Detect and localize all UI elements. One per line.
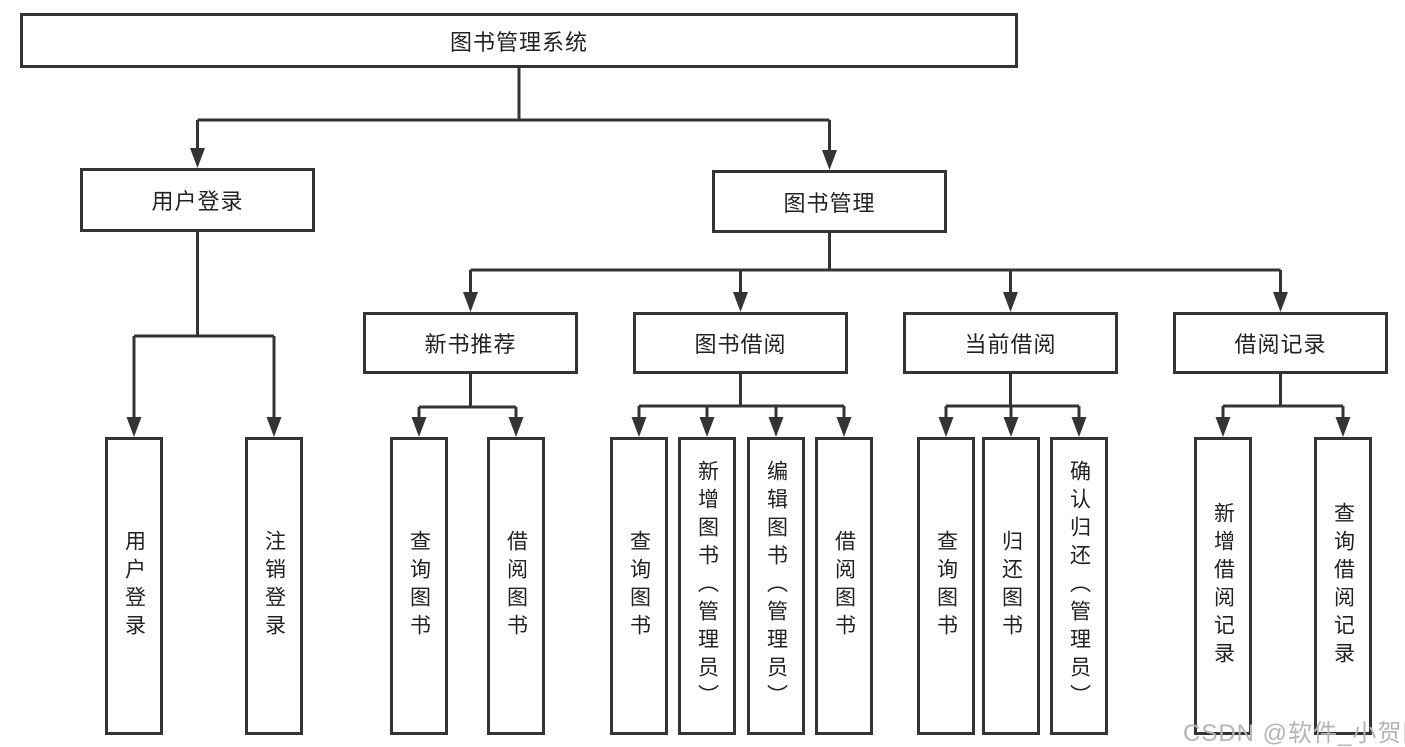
leaf-recommend-borrow-books-label: 借阅图书 (504, 530, 528, 642)
connector-book-management-children (469, 233, 1282, 296)
leaf-edit-books-admin-label: 编辑图书（管理员） (764, 460, 788, 712)
node-user-login-label: 用户登录 (151, 189, 244, 214)
node-borrowing-records: 借阅记录 (1173, 312, 1388, 374)
leaf-add-books-admin-label: 新增图书（管理员） (695, 460, 719, 712)
leaf-current-query-books: 查询图书 (917, 437, 975, 735)
node-book-management: 图书管理 (712, 170, 947, 233)
leaf-edit-books-admin: 编辑图书（管理员） (747, 437, 805, 735)
leaf-borrowing-borrow-books-label: 借阅图书 (832, 530, 856, 642)
connector-root-to-level2 (196, 68, 831, 154)
leaf-logout-label: 注销登录 (262, 530, 286, 642)
csdn-watermark: CSDN @软件_小贺同学 (1183, 720, 1405, 747)
leaf-add-borrow-record-label: 新增借阅记录 (1211, 502, 1235, 670)
node-book-borrowing-label: 图书借阅 (694, 332, 787, 357)
leaf-confirm-return-admin-label: 确认归还（管理员） (1067, 460, 1091, 712)
leaf-logout: 注销登录 (245, 437, 303, 735)
connector-borrowing-children (637, 374, 846, 421)
node-current-borrowing: 当前借阅 (903, 312, 1118, 374)
leaf-borrowing-query-books-label: 查询图书 (627, 530, 651, 642)
leaf-confirm-return-admin: 确认归还（管理员） (1050, 437, 1108, 735)
leaf-query-borrow-record-label: 查询借阅记录 (1331, 502, 1355, 670)
node-book-borrowing: 图书借阅 (633, 312, 848, 374)
connector-recommend-children (417, 374, 518, 421)
leaf-recommend-query-books-label: 查询图书 (407, 530, 431, 642)
leaf-query-borrow-record: 查询借阅记录 (1314, 437, 1372, 735)
leaf-borrowing-query-books: 查询图书 (610, 437, 668, 735)
connector-current-children (944, 374, 1081, 421)
node-library-system: 图书管理系统 (20, 13, 1018, 68)
leaf-recommend-borrow-books: 借阅图书 (487, 437, 545, 735)
node-new-book-recommendation-label: 新书推荐 (424, 332, 517, 357)
leaf-user-login: 用户登录 (105, 437, 163, 735)
node-book-management-label: 图书管理 (783, 190, 876, 216)
node-user-login: 用户登录 (80, 168, 315, 232)
arrowheads (126, 148, 1351, 437)
leaf-return-books-label: 归还图书 (999, 530, 1023, 642)
leaf-add-books-admin: 新增图书（管理员） (678, 437, 736, 735)
leaf-add-borrow-record: 新增借阅记录 (1194, 437, 1252, 735)
node-new-book-recommendation: 新书推荐 (363, 312, 578, 374)
leaf-user-login-label: 用户登录 (122, 530, 146, 642)
leaf-return-books: 归还图书 (982, 437, 1040, 735)
leaf-borrowing-borrow-books: 借阅图书 (815, 437, 873, 735)
connector-user-login-children (132, 232, 276, 421)
node-current-borrowing-label: 当前借阅 (964, 332, 1057, 357)
leaf-recommend-query-books: 查询图书 (390, 437, 448, 735)
leaf-current-query-books-label: 查询图书 (934, 530, 958, 642)
node-library-system-label: 图书管理系统 (449, 29, 588, 55)
node-borrowing-records-label: 借阅记录 (1234, 332, 1327, 357)
connector-records-children (1221, 374, 1345, 421)
